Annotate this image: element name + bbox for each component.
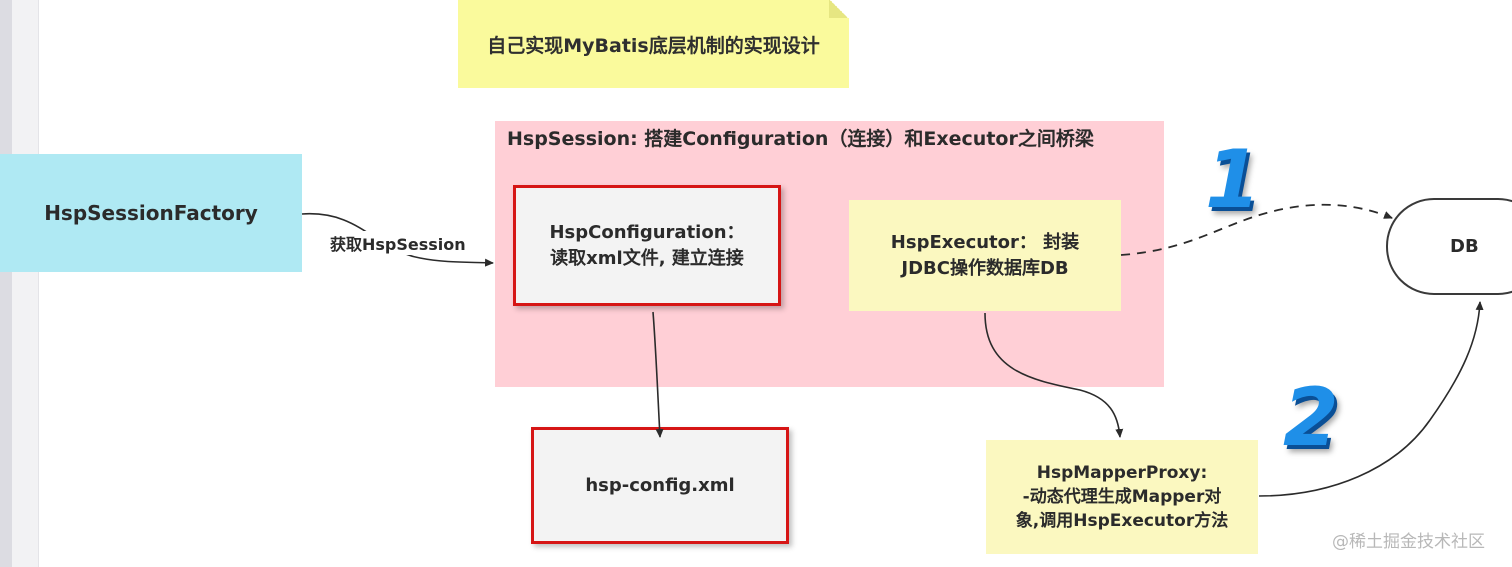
left-panel-strip (0, 0, 39, 567)
watermark-text: @稀土掘金技术社区 (1332, 532, 1485, 552)
edge-factory-to-session (301, 213, 494, 267)
edge-executor-to-proxy (984, 312, 1124, 438)
title-note: 自己实现MyBatis底层机制的实现设计 (458, 0, 849, 88)
session-title: HspSession: 搭建Configuration（连接）和Executor… (507, 128, 1094, 150)
mapper-proxy-label-line2: -动态代理生成Mapper对 (1022, 487, 1222, 507)
mapper-proxy-label-line1: HspMapperProxy: (1036, 463, 1208, 483)
title-note-text: 自己实现MyBatis底层机制的实现设计 (487, 34, 820, 57)
edge-executor-to-db (1120, 203, 1393, 256)
step-badge-one: 1 (1205, 133, 1261, 226)
configuration-label-line1: HspConfiguration： (549, 221, 745, 243)
configuration-label-line2: 读取xml文件, 建立连接 (550, 247, 744, 269)
step-badge-two: 2 (1283, 371, 1339, 464)
executor-label-line1: HspExecutor： 封装 (890, 231, 1080, 253)
note-fold-corner (829, 0, 849, 18)
session-factory-node: HspSessionFactory (0, 154, 302, 272)
session-factory-label: HspSessionFactory (44, 201, 258, 225)
left-scroll-rail (0, 0, 12, 567)
executor-label-line2: JDBC操作数据库DB (901, 257, 1069, 279)
mapper-proxy-label-line3: 象,调用HspExecutor方法 (1015, 511, 1229, 531)
configuration-node: HspConfiguration： 读取xml文件, 建立连接 (513, 185, 781, 306)
executor-node: HspExecutor： 封装 JDBC操作数据库DB (849, 200, 1121, 311)
mapper-proxy-node: HspMapperProxy: -动态代理生成Mapper对 象,调用HspEx… (986, 440, 1258, 554)
edge-proxy-to-db (1258, 301, 1484, 497)
edge-config-to-xml (652, 311, 664, 438)
database-label: DB (1450, 236, 1479, 257)
config-xml-label: hsp-config.xml (585, 475, 735, 496)
database-node: DB (1386, 198, 1512, 295)
config-xml-node: hsp-config.xml (531, 427, 789, 544)
edge-label-get-session: 获取HspSession (330, 231, 466, 255)
